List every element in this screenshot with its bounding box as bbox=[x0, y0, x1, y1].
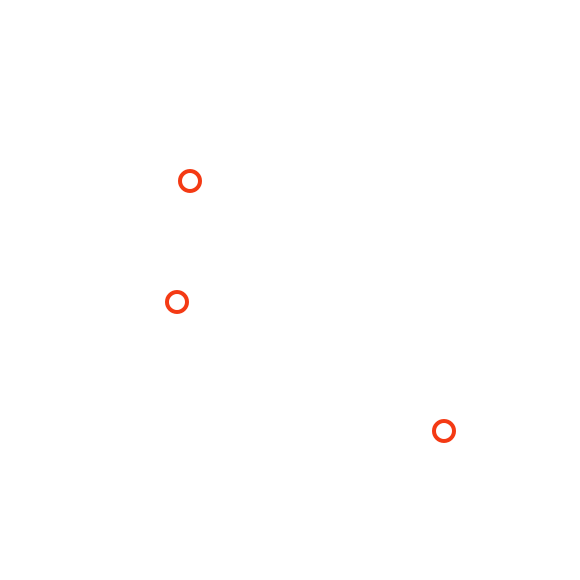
circle-target-icon[interactable] bbox=[165, 290, 189, 314]
circle-target-icon[interactable] bbox=[178, 169, 202, 193]
circle-target-icon[interactable] bbox=[432, 419, 456, 443]
